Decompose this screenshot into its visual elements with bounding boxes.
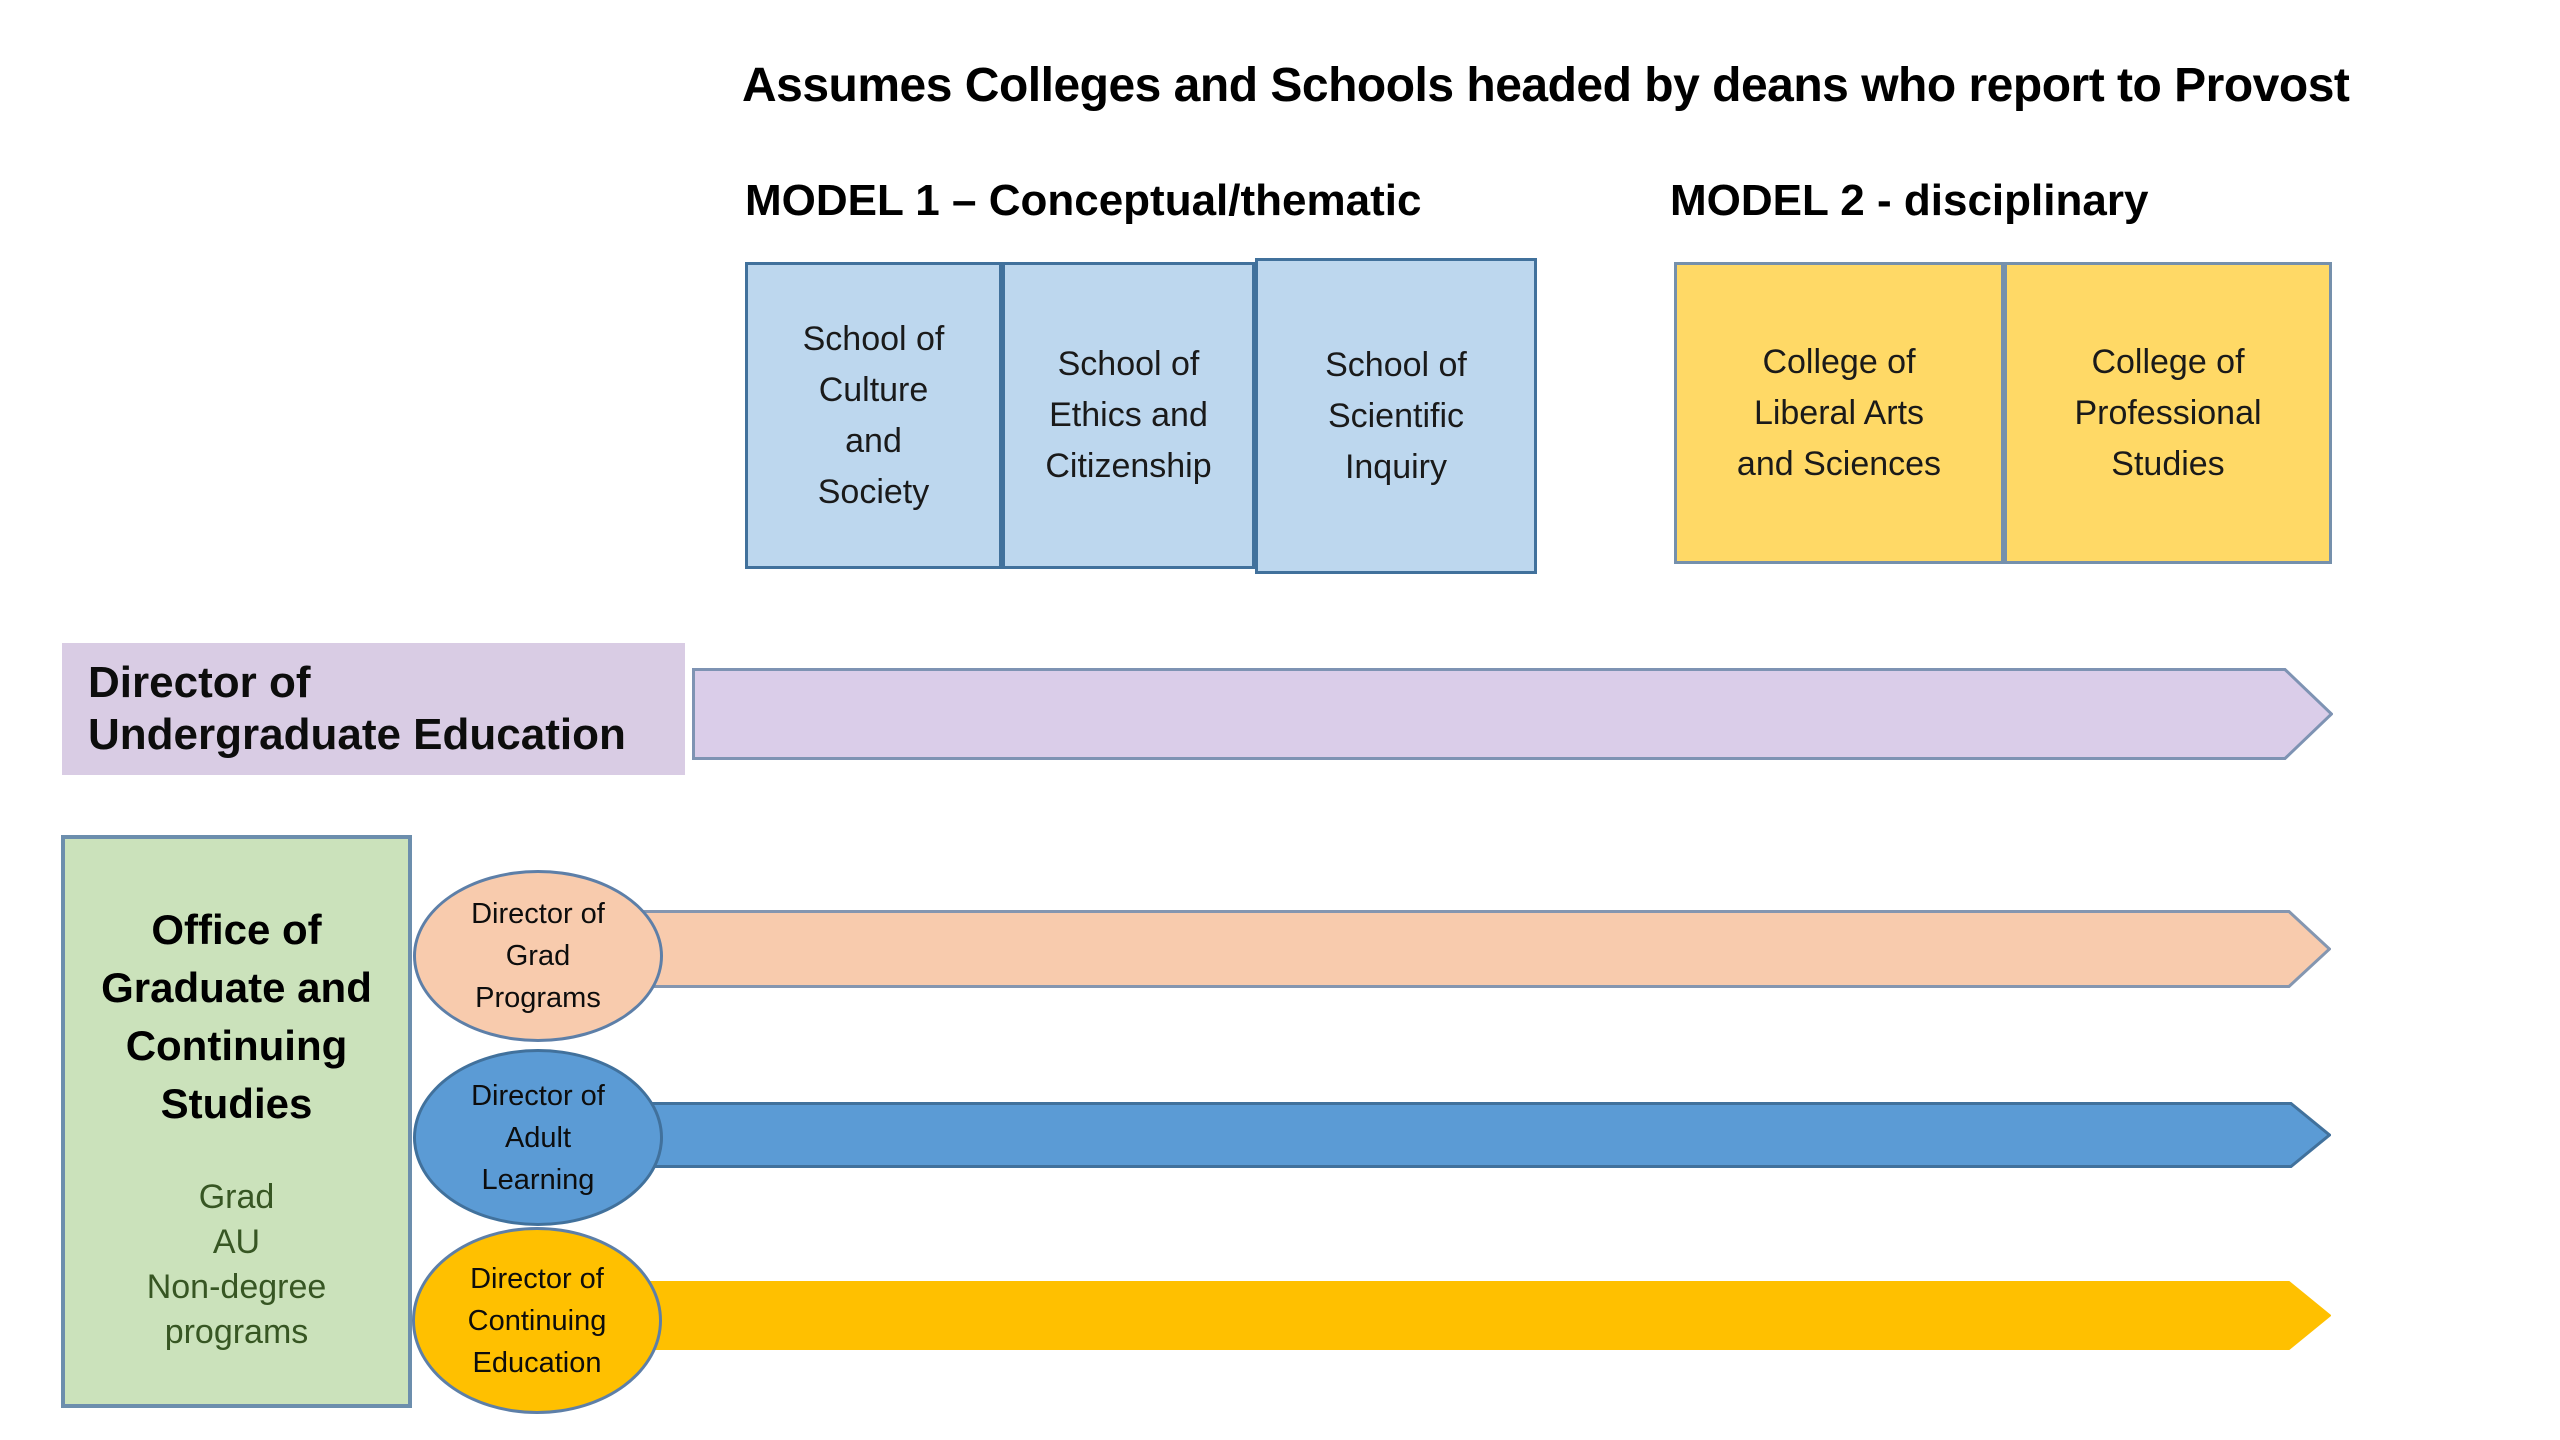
director-undergraduate-education-label: Director of Undergraduate Education <box>88 658 626 759</box>
college-liberal-arts-label: College of Liberal Arts and Sciences <box>1736 342 1942 483</box>
director-undergraduate-education-box: Director of Undergraduate Education <box>62 643 685 775</box>
director-grad-programs-ellipse: Director of Grad Programs <box>413 870 663 1042</box>
school-culture-society-label: School of Culture and Society <box>802 319 945 511</box>
continuing-education-arrow <box>545 1281 2331 1350</box>
director-grad-programs-label: Director of Grad Programs <box>471 898 605 1014</box>
college-liberal-arts-box: College of Liberal Arts and Sciences <box>1674 262 2004 564</box>
undergraduate-education-arrow <box>692 668 2333 760</box>
school-ethics-citizenship-box: School of Ethics and Citizenship <box>1002 262 1255 569</box>
grad-programs-arrow <box>545 910 2331 988</box>
adult-learning-arrow <box>545 1102 2331 1168</box>
graduate-office-programs: Grad AU Non-degree programs <box>146 1178 327 1351</box>
graduate-office-box: Office of Graduate and Continuing Studie… <box>61 835 412 1408</box>
school-scientific-inquiry-box: School of Scientific Inquiry <box>1255 258 1537 574</box>
model1-heading: MODEL 1 – Conceptual/thematic <box>745 176 1422 225</box>
college-professional-studies-label: College of Professional Studies <box>2074 342 2262 483</box>
school-ethics-citizenship-label: School of Ethics and Citizenship <box>1045 345 1212 485</box>
director-adult-learning-label: Director of Adult Learning <box>471 1079 605 1196</box>
model2-heading: MODEL 2 - disciplinary <box>1670 176 2149 225</box>
director-continuing-education-ellipse: Director of Continuing Education <box>412 1227 662 1414</box>
director-continuing-education-label: Director of Continuing Education <box>467 1262 607 1379</box>
school-culture-society-box: School of Culture and Society <box>745 262 1002 569</box>
school-scientific-inquiry-label: School of Scientific Inquiry <box>1325 345 1467 486</box>
graduate-office-title: Office of Graduate and Continuing Studie… <box>101 906 372 1127</box>
director-adult-learning-ellipse: Director of Adult Learning <box>413 1049 663 1226</box>
college-professional-studies-box: College of Professional Studies <box>2004 262 2332 564</box>
page-title: Assumes Colleges and Schools headed by d… <box>742 59 2350 112</box>
